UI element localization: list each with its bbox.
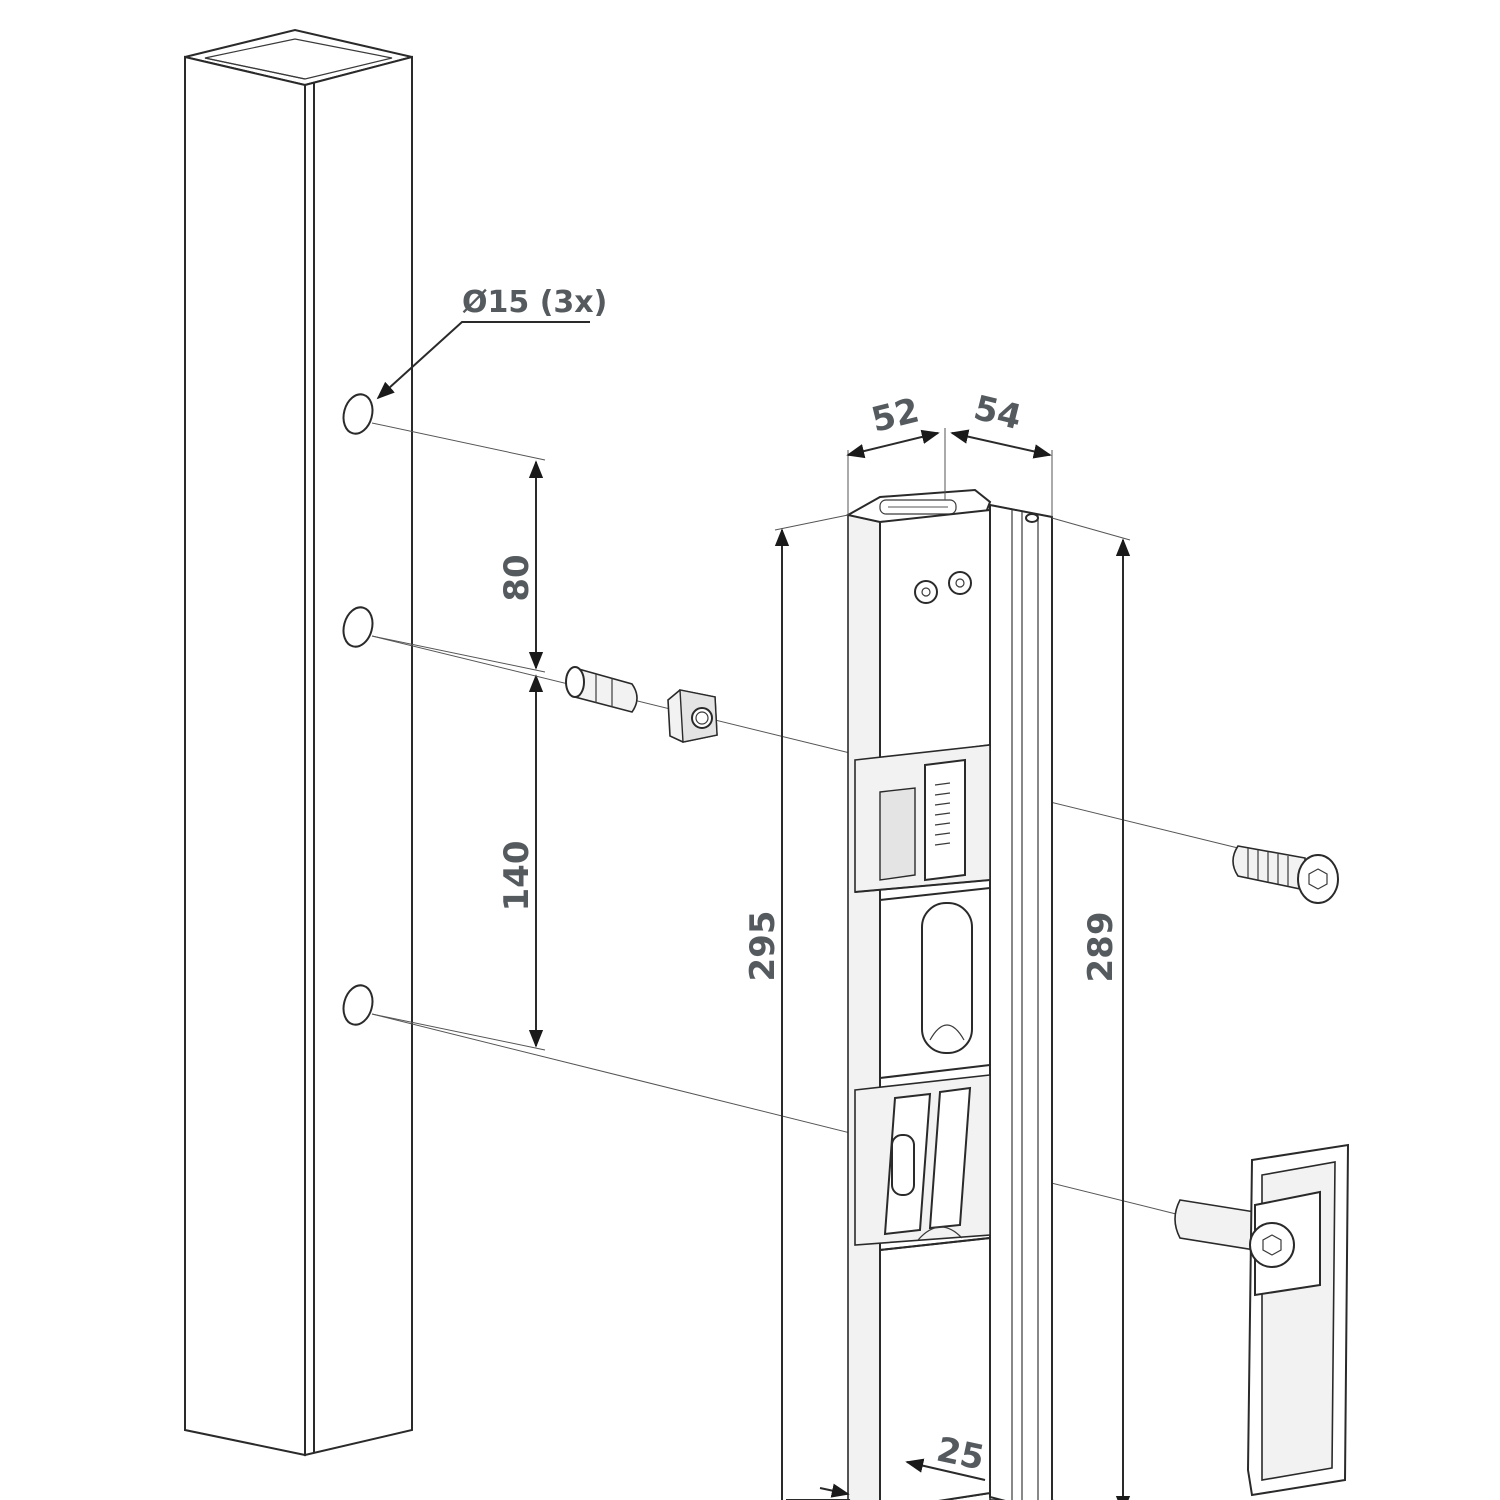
hole-middle: [342, 606, 374, 648]
spacing-top-label: 80: [497, 554, 537, 601]
post-side-face: [304, 55, 413, 1457]
brand-label-plate: [879, 499, 957, 515]
spacing-bottom-label: 140: [497, 841, 537, 912]
bolt-head: [1297, 854, 1339, 904]
anchor-plate-bolt: [1174, 1143, 1350, 1497]
depth-bottom-label: 25: [933, 1430, 988, 1479]
hole-diameter-label: Ø15 (3x): [462, 285, 607, 320]
bolt-thread: [1247, 848, 1289, 886]
dimension-line-52: [846, 429, 940, 459]
post-holes: [342, 393, 374, 1026]
dimension-line-54: [950, 429, 1052, 459]
dimension-arrow-25-right: [905, 1458, 986, 1481]
axis-middle: [371, 635, 1239, 849]
height-left-label: 295: [743, 911, 783, 982]
keep-dimensions: 52 54 295 289: [743, 388, 1131, 1500]
hex-socket: [1308, 868, 1328, 890]
height-right-label: 289: [1081, 912, 1121, 983]
plate-bolt-head: [1249, 1222, 1295, 1268]
hole-top: [342, 393, 374, 435]
cover-screw-1: [914, 580, 938, 604]
lock-keep: [845, 488, 1053, 1500]
hole-spacing-dimensions: 80 140: [371, 422, 546, 1051]
square-nut: [667, 689, 718, 743]
leader-line: [376, 321, 590, 400]
hole-diameter-callout: Ø15 (3x): [376, 285, 607, 400]
striker-slot: [921, 902, 973, 1054]
square-post: [184, 28, 413, 1457]
hole-bottom: [342, 984, 374, 1026]
sleeve-insert: [565, 666, 638, 713]
hex-bolt: [1232, 845, 1339, 904]
spring-coil: [934, 782, 951, 846]
cover-screw-2: [948, 571, 972, 595]
dimension-arrow-25-left: [819, 1483, 850, 1498]
